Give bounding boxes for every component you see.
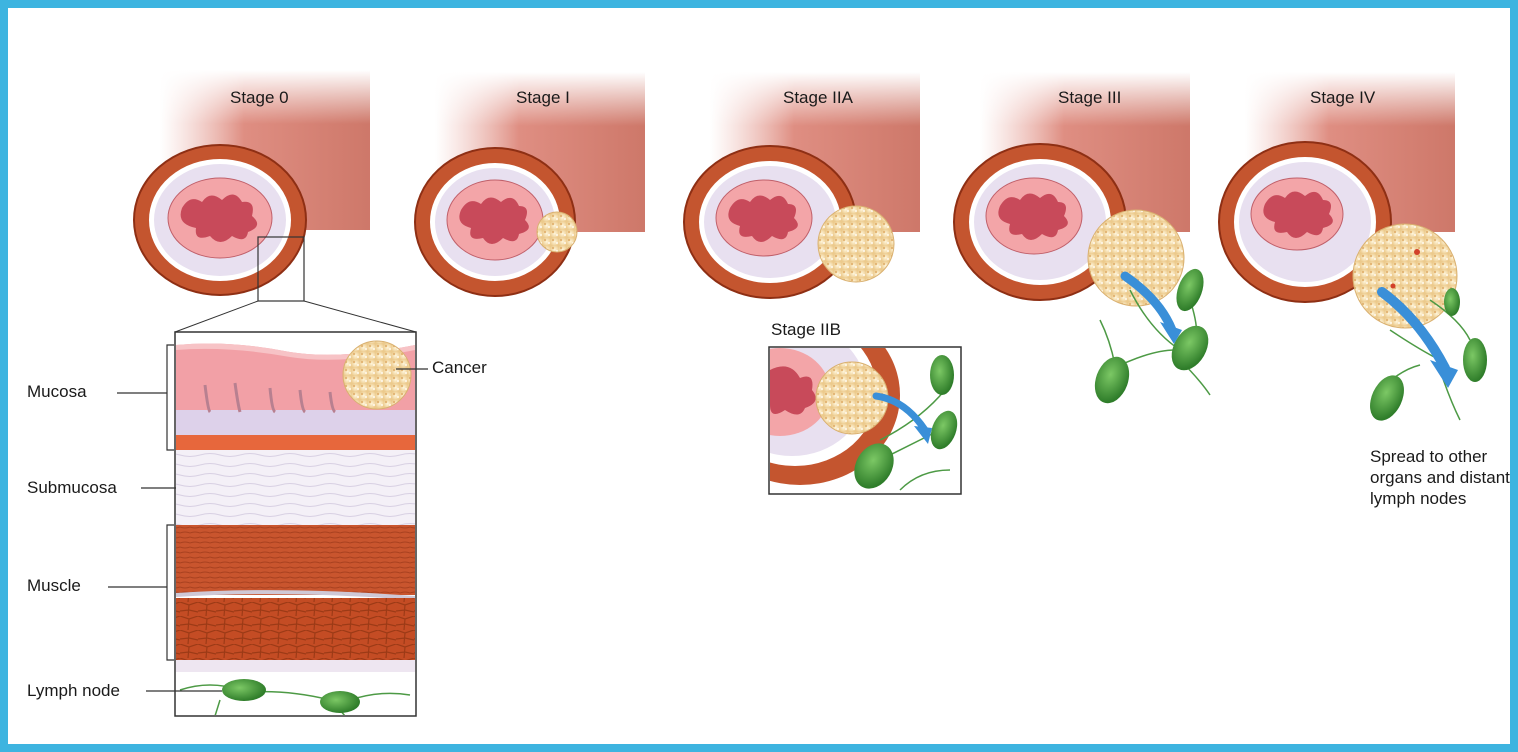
cancer-label: Cancer (432, 358, 487, 378)
layer-detail-panel (175, 332, 416, 716)
stage-2b-label: Stage IIB (771, 320, 841, 340)
stage-0-label: Stage 0 (230, 88, 289, 108)
stage-4-label: Stage IV (1310, 88, 1375, 108)
stage-1-label: Stage I (516, 88, 570, 108)
spread-note-line-3: lymph nodes (1370, 488, 1510, 509)
stage-3-label: Stage III (1058, 88, 1121, 108)
muscle-label: Muscle (27, 576, 81, 596)
spread-note-line-2: organs and distant (1370, 467, 1510, 488)
zoom-lines (175, 301, 416, 332)
stage-2a-label: Stage IIA (783, 88, 853, 108)
submucosa-label: Submucosa (27, 478, 117, 498)
spread-note-line-1: Spread to other (1370, 446, 1510, 467)
lymph-node-label: Lymph node (27, 681, 120, 701)
mucosa-label: Mucosa (27, 382, 87, 402)
stage-4-esophagus (1219, 72, 1457, 328)
spread-note: Spread to other organs and distant lymph… (1370, 446, 1510, 509)
